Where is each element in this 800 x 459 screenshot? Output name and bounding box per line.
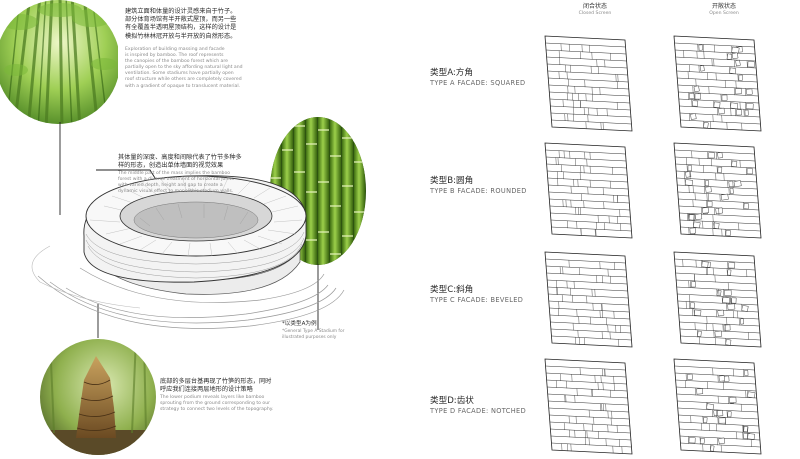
bamboo-forest-photo [0,0,118,125]
roof-description-en: Exploration of building massing and faca… [125,47,243,89]
column-header-open-en: Open Screen [709,11,739,16]
facade-panel-b-closed [544,142,633,239]
roof-description-zh: 建筑立面和体量的设计灵感来自于竹子。 部分体育场馆有半开敞式屋顶，而另一些 有全… [125,8,237,40]
facade-type-b-zh: 类型B:圆角 [430,176,474,186]
facade-type-b-label: 类型B:圆角 TYPE B FACADE: ROUNDED [430,176,527,196]
facade-panel-a-open [673,35,762,132]
type-a-note-en: *General Type A Stadium for illustrated … [282,329,345,340]
facade-panel-c-open [673,251,762,348]
facade-type-d-en: TYPE D FACADE: NOTCHED [430,407,526,415]
facade-description-en: The middle part of the mass implies the … [118,171,234,195]
facade-type-a-zh: 类型A:方角 [430,68,473,78]
facade-panel-d-open [673,358,762,455]
column-header-closed: 闭合状态 [582,3,607,10]
stadium-illustration [31,122,345,338]
facade-panel-d-closed [544,358,633,455]
facade-panel-c-closed [544,251,633,348]
type-a-note-zh: *以类型A为例 [282,321,317,327]
facade-type-d-label: 类型D:齿状 TYPE D FACADE: NOTCHED [430,396,526,416]
facade-type-c-label: 类型C:斜角 TYPE C FACADE: BEVELED [430,285,523,305]
facade-panel-b-open [673,142,762,239]
facade-type-c-zh: 类型C:斜角 [430,285,474,295]
facade-type-b-en: TYPE B FACADE: ROUNDED [430,187,527,195]
podium-description-zh: 底部的多层台基再现了竹笋的形态，同时 呼应我们连接两层地形的设计策略 [160,378,272,394]
facade-description-zh: 其体量的深度、高度和间隙代表了竹节多种多 样的形态，创造出单体墙面的视觉效果 [118,154,242,170]
facade-type-a-label: 类型A:方角 TYPE A FACADE: SQUARED [430,68,525,88]
facade-type-a-en: TYPE A FACADE: SQUARED [430,79,526,87]
facade-type-c-en: TYPE C FACADE: BEVELED [430,296,524,304]
column-header-closed-en: Closed Screen [578,11,612,16]
podium-description-en: The lower podium reveals layers like bam… [160,395,274,413]
column-header-open: 开敞状态 [711,3,736,10]
bamboo-shoot-photo [40,338,156,456]
facade-type-d-zh: 类型D:齿状 [430,396,474,406]
facade-panel-a-closed [544,35,633,132]
